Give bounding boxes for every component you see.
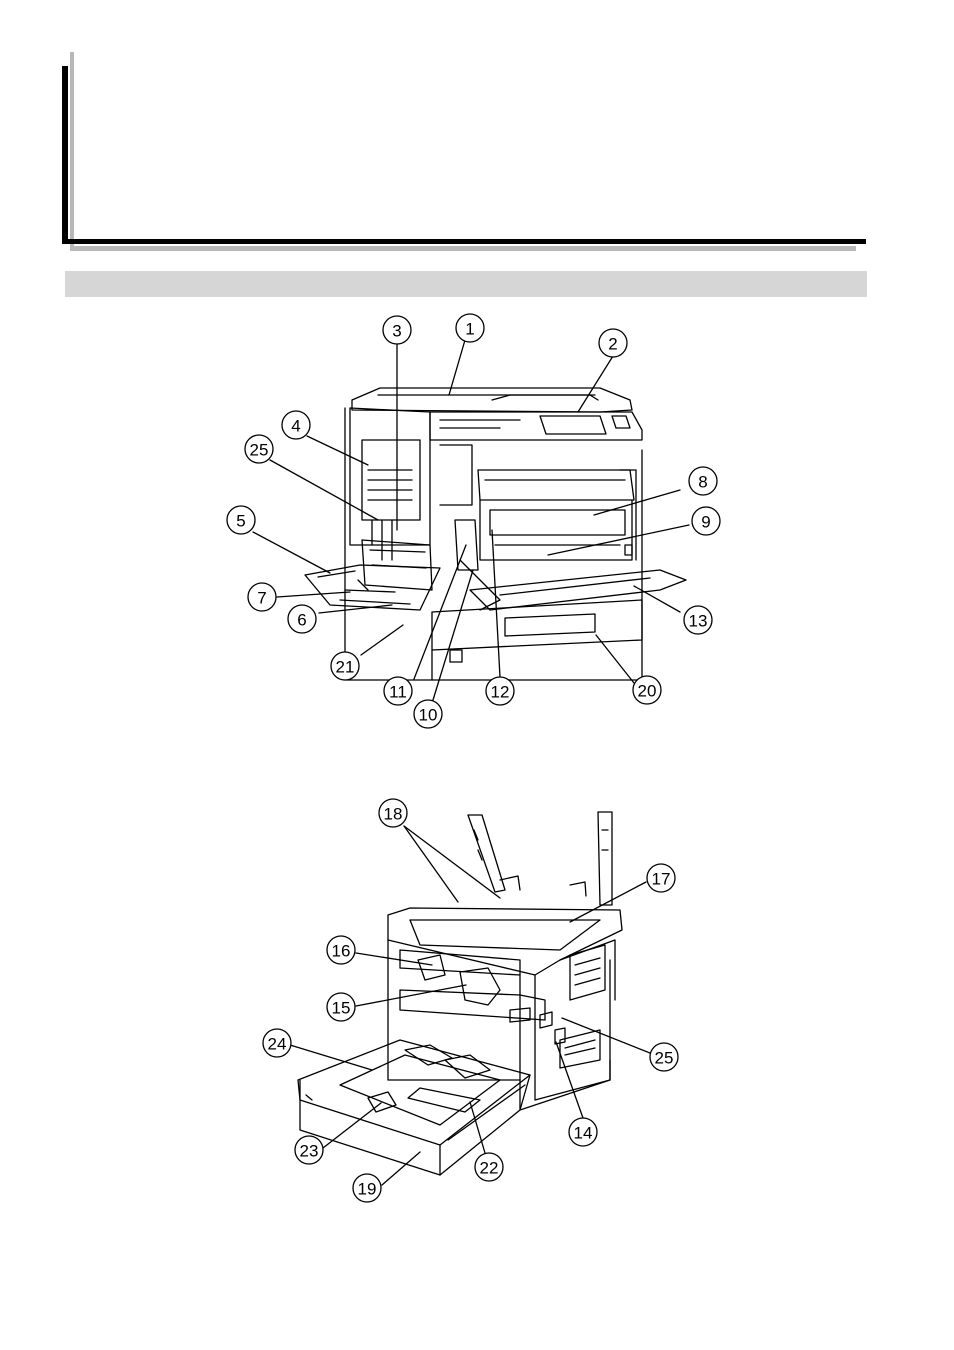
- copier-front-view-illustration: [252, 339, 690, 701]
- callout-20-label: 20: [638, 682, 657, 701]
- chapter-rule: [66, 239, 866, 244]
- callout-22-circle: [474, 1152, 504, 1182]
- callout-7-circle: [247, 582, 277, 612]
- callout-23-label: 23: [300, 1142, 319, 1161]
- callout-4-circle: [281, 410, 311, 440]
- callout-3-label: 3: [392, 322, 401, 341]
- callout-12-circle: [485, 676, 515, 706]
- callout-15-label: 15: [332, 999, 351, 1018]
- callout-16-label: 16: [332, 942, 351, 961]
- chapter-bar-vertical: [62, 66, 68, 244]
- callout-25-bottom-circle: [649, 1042, 679, 1072]
- callout-16-circle: [326, 935, 356, 965]
- callout-1-circle: [455, 313, 485, 343]
- callout-24-circle: [262, 1028, 292, 1058]
- copier-open-view-illustration: [289, 811, 661, 1186]
- callout-2-circle: [598, 328, 628, 358]
- callout-22-label: 22: [480, 1159, 499, 1178]
- callout-2-label: 2: [608, 335, 617, 354]
- chapter-bar-shadow-vertical: [70, 52, 74, 250]
- callout-5-circle: [226, 505, 256, 535]
- callout-13-circle: [683, 605, 713, 635]
- callout-18-circle: [378, 798, 408, 828]
- callout-9-circle: [691, 506, 721, 536]
- section-heading-band: [65, 271, 867, 297]
- callout-17-circle: [646, 863, 676, 893]
- callout-11-circle: [383, 676, 413, 706]
- callout-10-label: 10: [419, 706, 438, 725]
- callout-21-label: 21: [336, 658, 355, 677]
- callout-15-circle: [326, 992, 356, 1022]
- callout-24-label: 24: [268, 1035, 287, 1054]
- chapter-rule-shadow: [70, 246, 856, 251]
- callout-20-circle: [632, 675, 662, 705]
- callout-5-label: 5: [236, 512, 245, 531]
- callout-6-circle: [287, 604, 317, 634]
- callout-25-top-label: 25: [250, 441, 269, 460]
- callout-25-top-circle: [244, 434, 274, 464]
- callout-8-label: 8: [698, 473, 707, 492]
- callout-14-circle: [568, 1117, 598, 1147]
- callout-4-label: 4: [291, 417, 300, 436]
- callout-21-circle: [330, 651, 360, 681]
- callout-9-label: 9: [701, 513, 710, 532]
- callout-19-circle: [352, 1173, 382, 1203]
- callout-23-circle: [294, 1135, 324, 1165]
- callout-7-label: 7: [257, 589, 266, 608]
- callout-18-label: 18: [384, 805, 403, 824]
- callout-1-label: 1: [465, 320, 474, 339]
- callout-11-label: 11: [389, 683, 407, 702]
- callout-25-bottom-label: 25: [655, 1049, 674, 1068]
- callout-14-label: 14: [574, 1124, 593, 1143]
- callout-6-label: 6: [297, 611, 306, 630]
- callout-3-circle: [382, 315, 412, 345]
- callout-8-circle: [688, 466, 718, 496]
- callout-10-circle: [413, 699, 443, 729]
- callout-13-label: 13: [689, 612, 708, 631]
- callout-19-label: 19: [358, 1180, 377, 1199]
- callout-12-label: 12: [491, 683, 510, 702]
- callout-17-label: 17: [652, 870, 671, 889]
